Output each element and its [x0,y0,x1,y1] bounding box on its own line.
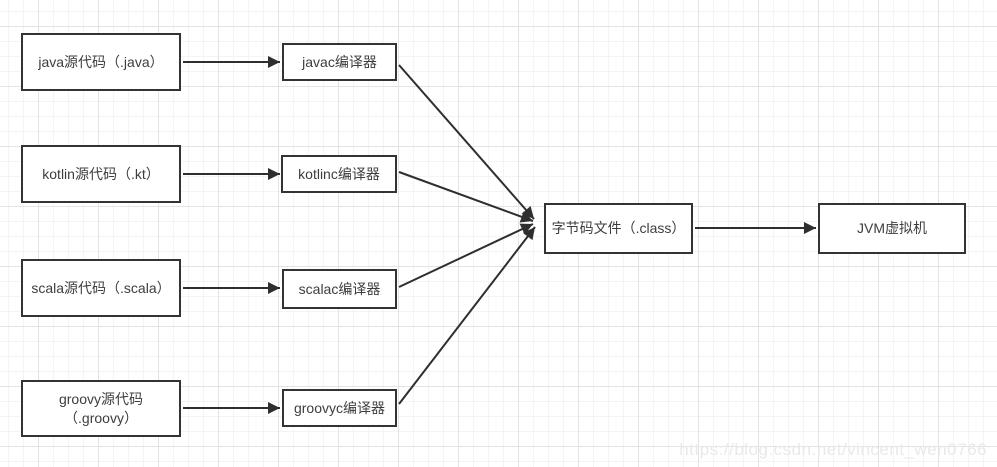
node-kotlin-source: kotlin源代码（.kt） [21,145,181,203]
node-groovyc-compiler-label: groovyc编译器 [293,399,386,416]
node-bytecode-file: 字节码文件（.class） [544,203,693,254]
node-jvm-label: JVM虚拟机 [857,220,927,237]
node-kotlinc-compiler-label: kotlinc编译器 [298,165,380,182]
node-javac-compiler: javac编译器 [282,43,397,81]
node-bytecode-file-label: 字节码文件（.class） [551,220,686,237]
node-scalac-compiler-label: scalac编译器 [298,280,381,297]
node-groovy-source-label-line2: （.groovy） [64,409,138,426]
node-scala-source: scala源代码（.scala） [21,259,181,317]
node-java-source-label: java源代码（.java） [38,53,164,70]
node-groovy-source-label-line1: groovy源代码 [58,390,144,407]
arrow-groovyc-to-bytecode [398,226,536,405]
node-java-source: java源代码（.java） [21,33,181,91]
csdn-watermark: https://blog.csdn.net/vincent_wen0766 [679,440,987,459]
node-groovyc-compiler: groovyc编译器 [282,389,397,427]
arrow-javac-to-bytecode [398,64,535,220]
node-groovy-source: groovy源代码 （.groovy） [21,380,181,437]
node-kotlinc-compiler: kotlinc编译器 [281,155,397,193]
node-scala-source-label: scala源代码（.scala） [31,279,171,296]
arrow-kotlinc-to-bytecode [398,171,534,223]
arrow-scalac-to-bytecode [398,223,534,288]
node-scalac-compiler: scalac编译器 [282,269,397,309]
node-kotlin-source-label: kotlin源代码（.kt） [42,165,160,182]
node-javac-compiler-label: javac编译器 [302,53,377,70]
node-jvm: JVM虚拟机 [818,203,966,254]
